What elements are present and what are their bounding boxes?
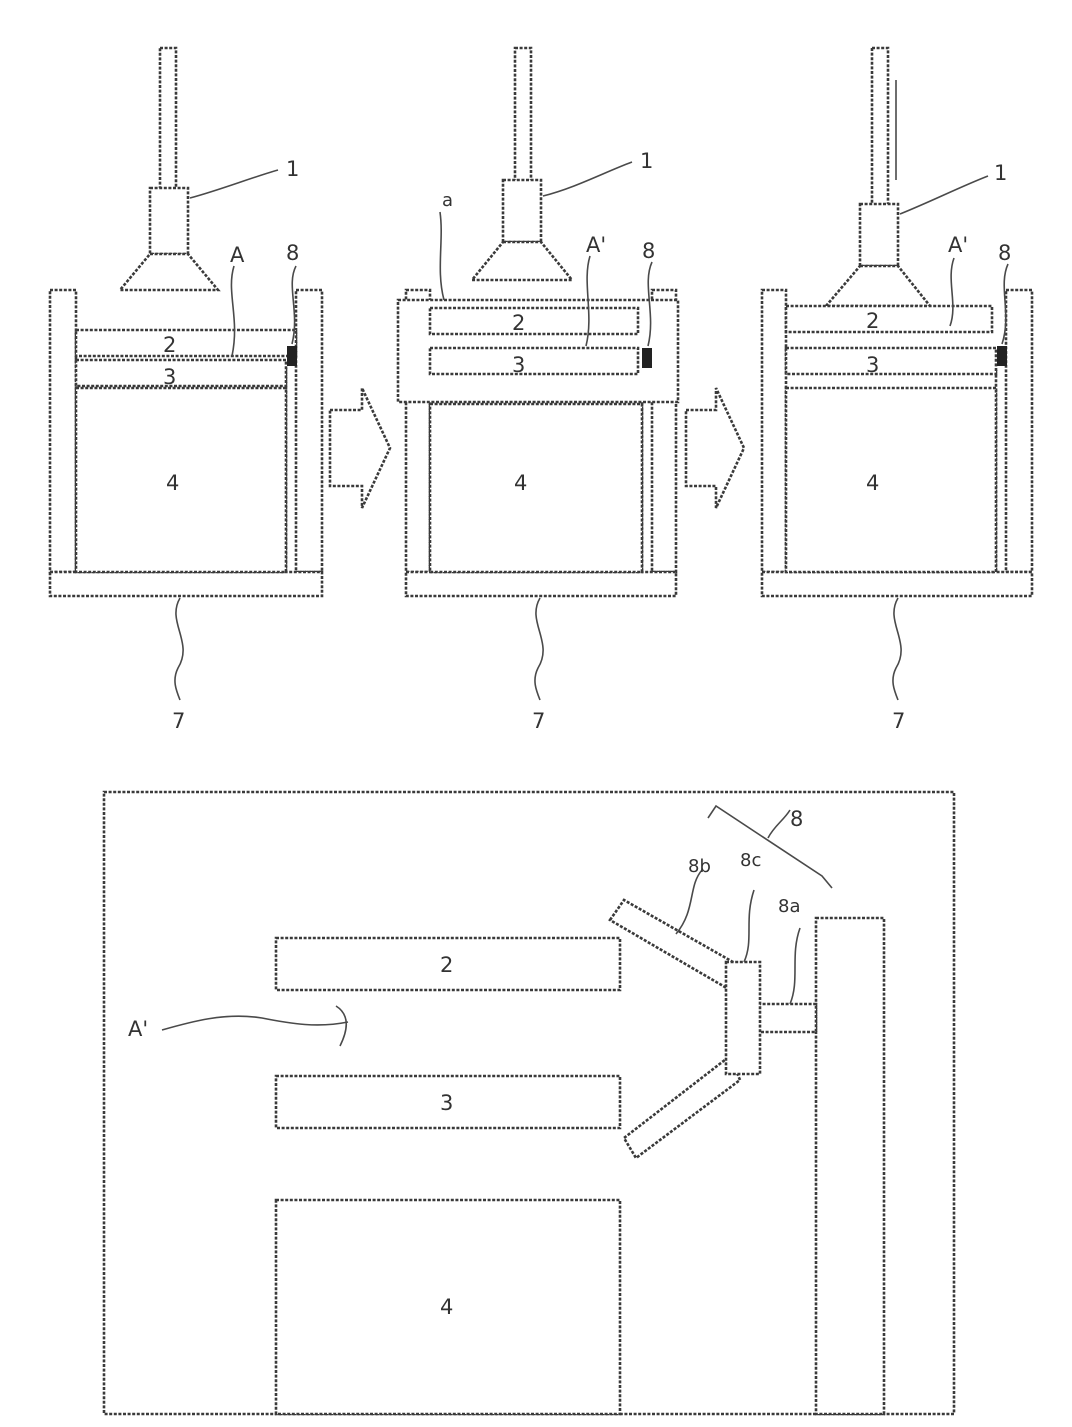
leader-stage-1 [175, 598, 183, 700]
label-stage-1: 7 [172, 709, 185, 733]
label-upper-member-2: 2 [512, 311, 525, 335]
step-2-assembly: 1 a 2 3 4 8 A' 7 [398, 48, 678, 733]
label-lower-member-1: 3 [163, 365, 176, 389]
label-frame-a: a [442, 190, 453, 211]
press-head-3 [826, 266, 930, 306]
label-stage-2: 7 [532, 709, 545, 733]
leader-frame-a [440, 212, 444, 300]
label-press-3: 1 [994, 161, 1007, 185]
label-upper-member-3: 2 [866, 309, 879, 333]
upper-member-2 [430, 308, 638, 334]
label-lower-member-3: 3 [866, 353, 879, 377]
leader-stage-3 [893, 598, 901, 700]
detail-label-lower-member: 3 [440, 1091, 453, 1115]
base-block-1 [76, 388, 286, 572]
stopper-1 [287, 346, 297, 366]
process-arrow-2 [686, 388, 744, 508]
press-body-3 [860, 204, 898, 266]
base-block-3 [786, 388, 996, 572]
label-stopper-2: 8 [642, 239, 655, 263]
lower-member-2 [430, 348, 638, 374]
label-press-1: 1 [286, 157, 299, 181]
leader-stage-2 [535, 598, 543, 700]
step-1-assembly: 1 2 3 4 8 A 7 [50, 48, 322, 733]
label-press-2: 1 [640, 149, 653, 173]
label-gap-3: A' [948, 233, 968, 257]
label-stopper-1: 8 [286, 241, 299, 265]
stage-1 [50, 572, 322, 596]
frame-left-wall-1 [50, 290, 76, 572]
detail-label-stopper-arm: 8b [688, 856, 711, 877]
stopper-3 [997, 346, 1007, 366]
press-body-2 [503, 180, 541, 242]
leader-press-2 [543, 162, 632, 196]
frame-right-wall-3 [1006, 290, 1032, 572]
detail-label-stopper-shaft: 8a [778, 896, 800, 917]
stopper-head [726, 962, 760, 1074]
press-rod-2 [515, 48, 531, 182]
detail-view: 2 3 4 A' 8 8b 8c 8a [104, 792, 954, 1414]
label-base-block-3: 4 [866, 471, 879, 495]
stage-3 [762, 572, 1032, 596]
press-rod-1 [160, 48, 176, 190]
detail-label-stopper-head: 8c [740, 850, 761, 871]
label-base-block-2: 4 [514, 471, 527, 495]
step-3-assembly: 1 2 3 4 8 A' 7 [762, 48, 1032, 733]
stage-2 [406, 572, 676, 596]
upper-member-1 [76, 330, 296, 356]
leader-press-1 [190, 170, 278, 198]
label-base-block-1: 4 [166, 471, 179, 495]
lower-member-3 [786, 348, 996, 374]
detail-label-gap: A' [128, 1017, 148, 1041]
base-block-2 [430, 404, 642, 572]
lower-member-1 [76, 360, 286, 386]
press-rod-3 [872, 48, 888, 206]
stopper-2 [642, 348, 652, 368]
press-head-2 [472, 242, 572, 280]
label-gap-1: A [230, 243, 245, 267]
process-arrow-1 [330, 388, 390, 508]
label-upper-member-1: 2 [163, 333, 176, 357]
frame-left-wall-3 [762, 290, 786, 572]
label-stopper-3: 8 [998, 241, 1011, 265]
label-gap-2: A' [586, 233, 606, 257]
leader-press-3 [900, 176, 988, 214]
detail-wall [816, 918, 884, 1414]
stopper-shaft [758, 1004, 816, 1032]
frame-right-wall-1 [296, 290, 322, 572]
press-body-1 [150, 188, 188, 254]
label-stage-3: 7 [892, 709, 905, 733]
label-lower-member-2: 3 [512, 353, 525, 377]
detail-label-stopper: 8 [790, 807, 803, 831]
detail-label-base-block: 4 [440, 1295, 453, 1319]
detail-label-upper-member: 2 [440, 953, 453, 977]
press-head-1 [120, 254, 218, 290]
upper-member-3 [786, 306, 992, 332]
